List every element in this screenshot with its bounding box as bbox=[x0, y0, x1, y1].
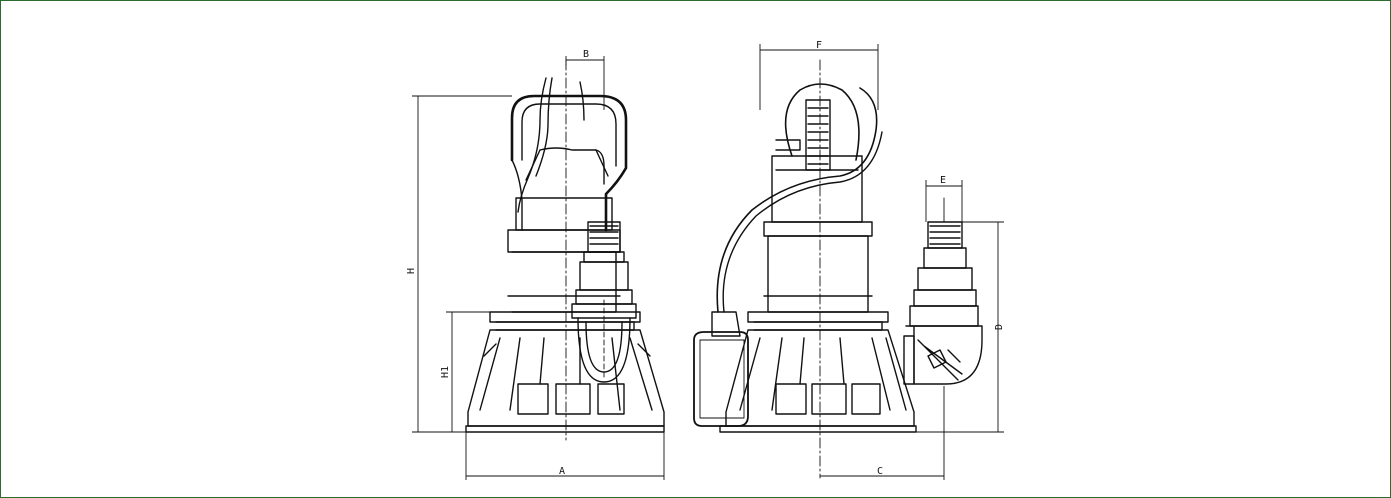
label-b: B bbox=[583, 49, 589, 60]
left-pump-front-view bbox=[465, 77, 665, 433]
label-a: A bbox=[559, 466, 565, 477]
label-c: C bbox=[877, 466, 883, 477]
label-f: F bbox=[816, 40, 822, 51]
right-pump-side-view bbox=[693, 83, 983, 433]
label-d: D bbox=[994, 324, 1005, 330]
dimension-labels: A B C E F H H1 D bbox=[406, 40, 1005, 477]
label-h1: H1 bbox=[440, 366, 451, 378]
label-e: E bbox=[940, 175, 946, 186]
label-h: H bbox=[406, 268, 417, 274]
